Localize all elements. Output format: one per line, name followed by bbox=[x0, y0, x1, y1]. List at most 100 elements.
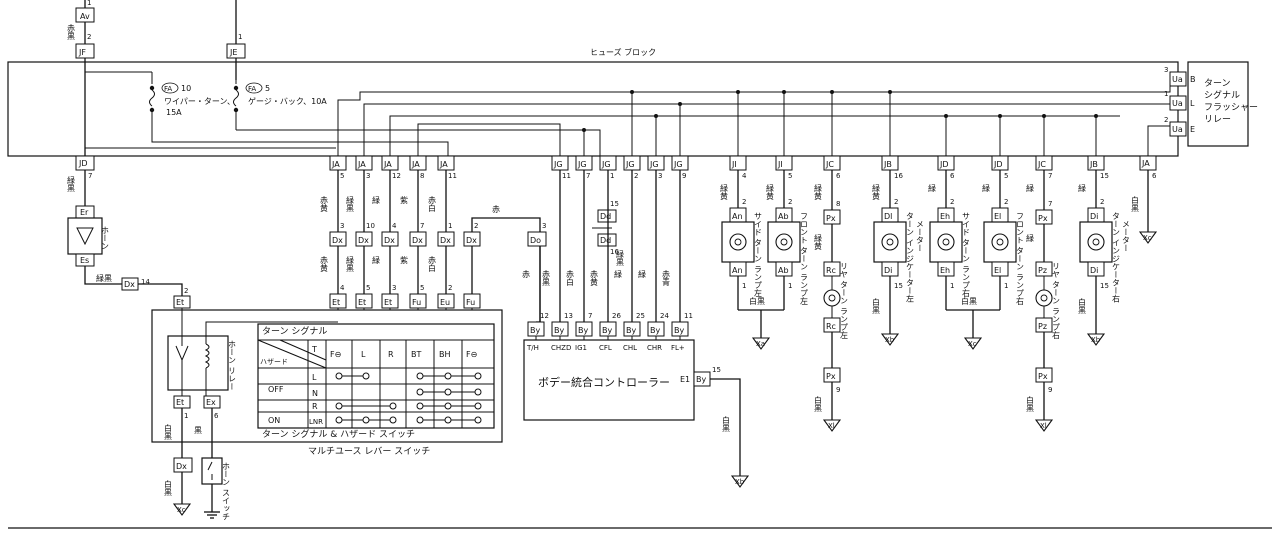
rear-gnd-label-1: Xl bbox=[1040, 422, 1047, 430]
ja-connector-0-label: JA bbox=[331, 160, 340, 169]
ja-connector-4-label: JA bbox=[439, 160, 448, 169]
ja-ep-1-label: Et bbox=[358, 298, 366, 307]
lamp-feed-pin-6: 7 bbox=[1048, 172, 1052, 180]
connector-jf-pin: 2 bbox=[87, 33, 91, 41]
bc-pin-label-0: T/H bbox=[526, 344, 539, 352]
lamp-name-7: ターン インジケーター右 bbox=[1112, 212, 1121, 304]
dd-bot-conn: Dd bbox=[600, 236, 611, 245]
horn-switch-label: ホーン スイッチ bbox=[222, 462, 231, 521]
fuse-fa10: FA 10 ワイパー・ターン、 15A bbox=[85, 71, 235, 117]
bc-pin-conn-4-label: By bbox=[626, 326, 636, 335]
fuse-fa10-num: 10 bbox=[181, 84, 191, 93]
ja-dx-1-label: Dx bbox=[358, 236, 369, 245]
switch-off-label: OFF bbox=[268, 385, 284, 394]
switch-row-l: L bbox=[312, 373, 317, 382]
ja-ep-2-label: Et bbox=[384, 298, 392, 307]
lamp-wire-2: 緑黄 bbox=[814, 183, 823, 201]
fuse-fa5-code: FA bbox=[248, 85, 256, 93]
horn-relay-et-pin: 1 bbox=[184, 412, 188, 420]
red-link-do-pin: 3 bbox=[542, 222, 546, 230]
top-feed-right: 1 JE bbox=[226, 0, 246, 59]
lamp-p2-7: 15 bbox=[1100, 282, 1109, 290]
horn-relay-ex-wire: 黒 bbox=[194, 426, 203, 435]
horn-es: Es bbox=[80, 256, 89, 265]
jg-pin-0: 11 bbox=[562, 172, 571, 180]
bc-wire-color-5: 緑 bbox=[638, 269, 647, 278]
bc-pin-label-1: CHZD bbox=[551, 344, 571, 352]
ja-dx-2-label: Dx bbox=[384, 236, 395, 245]
fuse-fa5-icon bbox=[233, 89, 239, 107]
fuse-fa5: FA 5 ゲージ・バック、10A bbox=[233, 80, 327, 113]
ja-wire-color-4: 赤白 bbox=[428, 196, 437, 213]
lamp-cb-7-label: Di bbox=[1090, 266, 1098, 275]
lamp-wire-3: 緑黄 bbox=[872, 183, 881, 201]
switch-contact-dots bbox=[335, 372, 482, 424]
bc-e1-label: E1 bbox=[680, 375, 690, 384]
ja-dx-0-label: Dx bbox=[332, 236, 343, 245]
lamp-c-3-label: Dl bbox=[884, 212, 892, 221]
ja-ep-pin-1: 5 bbox=[366, 284, 370, 292]
lamp-name-3: ターン インジケーター左 bbox=[906, 212, 915, 303]
lamp-p2-4: 1 bbox=[950, 282, 954, 290]
ja-ep-pin-2: 3 bbox=[392, 284, 396, 292]
lamp-c-6-label: Px bbox=[1038, 214, 1048, 223]
lamp-c2-6-label: Pz bbox=[1038, 266, 1047, 275]
relay-ground-pin: 6 bbox=[1152, 172, 1157, 180]
ja-wire-color-1: 緑黒 bbox=[346, 195, 355, 213]
lamp-icon-2 bbox=[823, 289, 841, 307]
ja-pin-1: 3 bbox=[366, 172, 370, 180]
horn-relay-et-conn: Et bbox=[176, 398, 184, 407]
lamp-feed-pin-7: 15 bbox=[1100, 172, 1109, 180]
jg-pin-4: 3 bbox=[658, 172, 662, 180]
lamp-c2b-6-label: Pz bbox=[1038, 322, 1047, 331]
ja-pin-4: 11 bbox=[448, 172, 457, 180]
relay-pin-b-conn: Ua bbox=[1172, 75, 1183, 84]
relay-pin-e-term: E bbox=[1190, 125, 1195, 134]
jg-pin-2: 1 bbox=[610, 172, 614, 180]
fuse-block-bus bbox=[85, 79, 1178, 156]
switch-hazard-label: ハザード bbox=[260, 358, 288, 366]
lamp-p1-4: 2 bbox=[950, 198, 954, 206]
connector-av-label: Av bbox=[80, 12, 90, 21]
lamp-meter-7: メーター bbox=[1122, 220, 1131, 252]
ja-wire2-color-2: 緑 bbox=[372, 255, 381, 264]
lamp-p1-6: 7 bbox=[1048, 200, 1052, 208]
fuse-block bbox=[7, 61, 1179, 157]
relay-pin-l-conn: Ua bbox=[1172, 99, 1183, 108]
connector-do: Do bbox=[530, 236, 541, 245]
lamp-cb-0-label: An bbox=[732, 266, 743, 275]
horn-relay-ex-pin: 6 bbox=[214, 412, 219, 420]
red-link-label: 赤 bbox=[492, 205, 500, 214]
horn-dx-pin: 14 bbox=[141, 278, 150, 286]
lamp-wire-1: 緑黄 bbox=[766, 183, 775, 201]
lamp-icon-3 bbox=[881, 233, 899, 251]
bc-pin-conn-6-label: By bbox=[674, 326, 684, 335]
jg-connector-2-label: JG bbox=[601, 160, 611, 169]
horn-et-conn: Et bbox=[176, 298, 184, 307]
ja-wire2-color-3: 紫 bbox=[400, 256, 409, 264]
horn-er: Er bbox=[80, 208, 89, 217]
ja-ep-0-label: Et bbox=[332, 298, 340, 307]
ja-pin-3: 8 bbox=[420, 172, 424, 180]
bc-wire-color-2: 赤白 bbox=[566, 270, 575, 287]
ja-dx-pin-4: 1 bbox=[448, 222, 452, 230]
bc-e1-wire: 白黒 bbox=[722, 415, 731, 433]
lamp-feed-pin-1: 5 bbox=[788, 172, 792, 180]
switch-caption: ターン シグナル & ハザード スイッチ bbox=[262, 428, 415, 440]
bc-pin-num-3: 26 bbox=[612, 312, 621, 320]
fuse-fa10-icon bbox=[149, 89, 155, 107]
ja-wire-color-0: 赤黄 bbox=[320, 196, 329, 213]
rear-gnd-wire-1: 白黒 bbox=[1026, 395, 1035, 413]
lamp-icon-6 bbox=[1035, 289, 1053, 307]
ja-pin-0: 5 bbox=[340, 172, 344, 180]
ja-ep-3-label: Fu bbox=[412, 298, 421, 307]
switch-row-n: N bbox=[312, 389, 318, 398]
horn-dx-conn: Dx bbox=[124, 280, 135, 289]
bc-e1-conn: By bbox=[696, 375, 706, 384]
switch-hdr-bt: BT bbox=[411, 350, 421, 359]
ja-connector-group: JA5赤黄3Dx赤黄4EtJA3緑黒10Dx緑黒5EtJA12緑4Dx緑3EtJ… bbox=[320, 155, 481, 340]
lamp-name-6: リヤ ターン ランプ右 bbox=[1052, 262, 1061, 340]
relay-name-2: シグナル bbox=[1204, 89, 1240, 101]
